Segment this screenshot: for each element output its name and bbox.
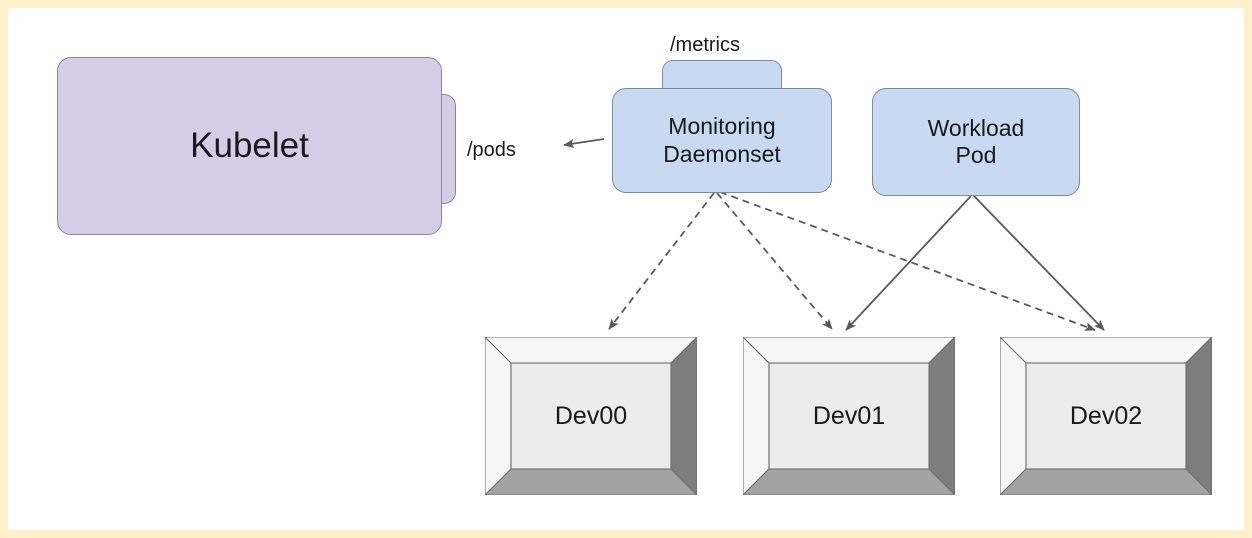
- device-dev00-frame: [485, 337, 697, 495]
- node-monitoring-label-line2: Daemonset: [663, 140, 781, 167]
- node-monitoring-label: Monitoring Daemonset: [663, 113, 781, 167]
- edge-monitoring-to-kubelet: [563, 138, 605, 148]
- node-workload-label: Workload Pod: [928, 115, 1025, 169]
- node-kubelet[interactable]: Kubelet: [57, 57, 442, 235]
- device-dev02[interactable]: Dev02: [1000, 337, 1212, 495]
- pods-endpoint-label: /pods: [467, 139, 516, 161]
- metrics-endpoint-label: /metrics: [670, 34, 740, 56]
- node-monitoring-daemonset[interactable]: Monitoring Daemonset: [612, 88, 832, 193]
- node-workload-pod[interactable]: Workload Pod: [872, 88, 1080, 196]
- device-dev02-frame: [1000, 337, 1212, 495]
- diagram-canvas: Kubelet /pods /metrics Monitoring Daemon…: [8, 8, 1244, 530]
- node-kubelet-label: Kubelet: [190, 126, 309, 166]
- edge-workload-to-dev01: [845, 195, 972, 331]
- device-dev01-frame: [743, 337, 955, 495]
- device-dev01[interactable]: Dev01: [743, 337, 955, 495]
- edge-workload-to-dev02: [973, 195, 1105, 331]
- edge-monitoring-to-dev00: [608, 192, 715, 330]
- node-workload-label-line2: Pod: [955, 142, 997, 168]
- device-dev00[interactable]: Dev00: [485, 337, 697, 495]
- edge-monitoring-to-dev01: [716, 192, 833, 330]
- edge-monitoring-to-dev02: [719, 191, 1096, 331]
- node-monitoring-label-line1: Monitoring: [668, 113, 776, 140]
- node-workload-label-line1: Workload: [927, 114, 1025, 141]
